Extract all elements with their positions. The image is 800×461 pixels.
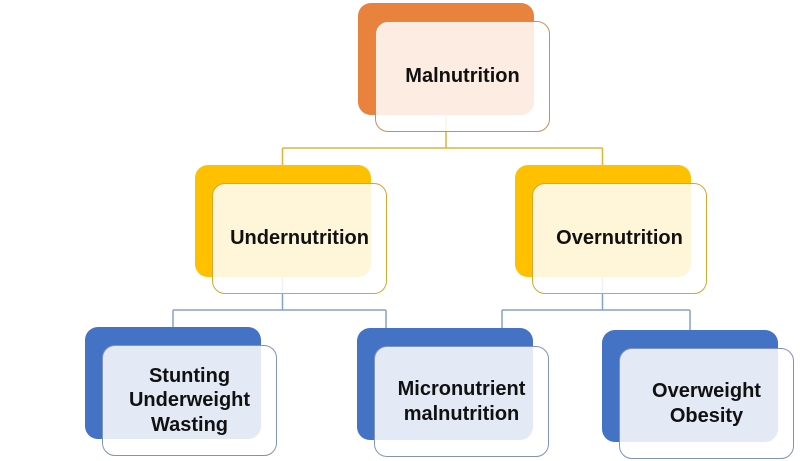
node-overweight-label-line2: Obesity	[669, 404, 744, 427]
node-overweight-obesity[interactable]: Overweight Obesity	[602, 330, 794, 459]
node-undernutrition-label: Undernutrition	[230, 227, 369, 250]
node-stunting-label-line1: Stunting	[148, 364, 231, 387]
node-stunting-label-line3: Wasting	[150, 413, 229, 436]
node-malnutrition-front-shape: Malnutrition	[375, 21, 550, 132]
node-overnutrition[interactable]: Overnutrition	[515, 165, 707, 294]
node-overnutrition-front-shape: Overnutrition	[532, 183, 707, 294]
node-undernutrition-front-shape: Undernutrition	[212, 183, 387, 294]
node-stunting-label-line2: Underweight	[128, 389, 251, 412]
node-micronutrient-front-shape: Micronutrient malnutrition	[374, 346, 549, 457]
node-stunting-front-shape: Stunting Underweight Wasting	[102, 345, 277, 456]
node-overweight-front-shape: Overweight Obesity	[619, 348, 794, 459]
node-micronutrient-label-line2: malnutrition	[403, 402, 520, 425]
node-overnutrition-label: Overnutrition	[556, 227, 683, 250]
node-micronutrient-malnutrition[interactable]: Micronutrient malnutrition	[357, 328, 549, 457]
node-stunting-underweight-wasting[interactable]: Stunting Underweight Wasting	[85, 327, 277, 456]
node-overweight-label-line1: Overweight	[652, 380, 761, 403]
node-malnutrition[interactable]: Malnutrition	[358, 3, 550, 132]
node-micronutrient-label-line1: Micronutrient	[397, 378, 526, 401]
node-undernutrition[interactable]: Undernutrition	[195, 165, 387, 294]
node-malnutrition-label: Malnutrition	[405, 65, 520, 88]
